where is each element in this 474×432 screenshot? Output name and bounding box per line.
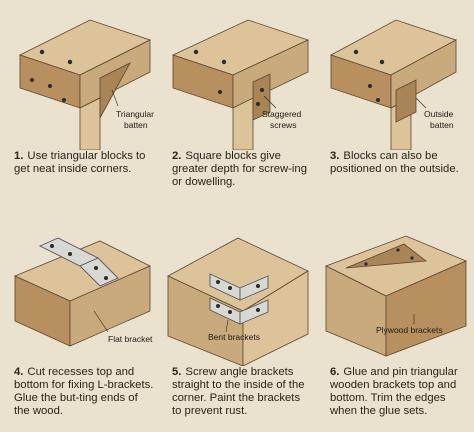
bracket-hole (216, 280, 220, 284)
bracket-hole (50, 244, 54, 248)
panel-5: Bent brackets 5.Screw angle brackets str… (158, 216, 316, 432)
caption-6: 6.Glue and pin triangular wooden bracket… (330, 366, 458, 417)
plywood-brackets-illustration: Plywood brackets (325, 235, 468, 357)
square-block (252, 73, 271, 121)
screw-hole (353, 49, 359, 55)
screw-hole (368, 84, 372, 88)
left-wall (167, 275, 244, 366)
panel-4: Flat bracket 4.Cut recesses top and bott… (0, 216, 158, 432)
screw-hole (260, 88, 264, 92)
outside-batten (395, 79, 417, 123)
label: Flat bracket (108, 334, 153, 344)
screw-hole (48, 84, 52, 88)
right-wall (242, 270, 309, 366)
panel-3: Outside batten 3.Blocks can also be posi… (316, 0, 474, 216)
label: Bent brackets (208, 332, 260, 342)
outside-batten-illustration: Outside batten (329, 19, 458, 150)
screw-hole (379, 59, 385, 65)
caption-2: 2.Square blocks give greater depth for s… (172, 150, 308, 188)
bracket-hole (228, 310, 232, 314)
screw-hole (376, 98, 380, 102)
screw-hole (221, 59, 227, 65)
bent-bracket-lower (239, 299, 269, 325)
screw-hole (39, 49, 45, 55)
pin (410, 256, 414, 260)
triangular-batten (99, 62, 131, 119)
bracket-hole (228, 286, 232, 290)
bent-brackets-illustration: Bent brackets (167, 237, 309, 366)
bracket-hole (256, 284, 260, 288)
screw-hole (218, 90, 222, 94)
label-line-2: screws (270, 120, 296, 130)
rail-side (232, 39, 309, 109)
label: Plywood brackets (376, 325, 443, 335)
pin (396, 248, 400, 252)
panel-2: Staggered screws 2.Square blocks give gr… (158, 0, 316, 216)
caption-1: 1.Use triangular blocks to get neat insi… (14, 150, 146, 175)
bracket-hole (68, 252, 72, 256)
bent-bracket-upper (239, 275, 269, 301)
screw-hole (30, 78, 34, 82)
square-block-illustration: Staggered screws (171, 19, 310, 150)
leg (232, 97, 254, 150)
pin (364, 262, 368, 266)
bracket-hole (94, 266, 98, 270)
flat-bracket-illustration: Flat bracket (13, 237, 153, 347)
triangular-batten-illustration: Triangular batten (18, 19, 154, 150)
panel-1: Triangular batten 1.Use triangular block… (0, 0, 158, 216)
screw-hole (256, 102, 260, 106)
label-line-1: Outside (424, 109, 454, 119)
leg (79, 97, 101, 150)
caption-3: 3.Blocks can also be positioned on the o… (330, 150, 459, 175)
flat-bracket-arm (79, 257, 119, 287)
screw-hole (67, 59, 73, 65)
panel-6: Plywood brackets 6.Glue and pin triangul… (316, 216, 474, 432)
bracket-hole (256, 308, 260, 312)
caption-5: 5.Screw angle brackets straight to the i… (172, 366, 305, 417)
caption-4: 4.Cut recesses top and bottom for fixing… (14, 366, 154, 417)
label-line-1: Triangular (116, 109, 154, 119)
screw-hole (62, 98, 66, 102)
label-line-1: Staggered (262, 109, 301, 119)
screw-hole (193, 49, 199, 55)
bracket-hole (216, 304, 220, 308)
rail-side (69, 265, 151, 347)
plywood-bracket-top (345, 243, 428, 269)
right-wall (385, 260, 467, 357)
label-line-2: batten (124, 120, 148, 130)
bracket-hole (104, 276, 108, 280)
label-line-2: batten (430, 120, 454, 130)
